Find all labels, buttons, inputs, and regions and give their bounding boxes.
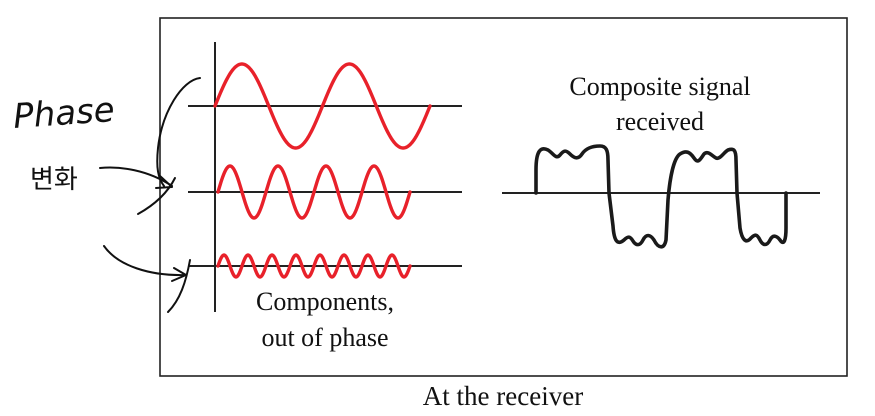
handwritten-stroke-3 [167, 259, 191, 313]
composite-label-line1: Composite signal [569, 72, 750, 101]
arrow-to-wave-2 [99, 166, 173, 189]
components-label-line2: out of phase [261, 323, 388, 352]
component-wave-1 [213, 62, 432, 150]
handwritten-annotation: Phase 변화 [12, 77, 201, 313]
composite-label-line2: received [616, 107, 704, 136]
components-label-line1: Components, [256, 287, 394, 316]
handwritten-stroke-1 [156, 77, 201, 187]
handwritten-word-change: 변화 [30, 165, 78, 195]
component-wave-2 [216, 164, 412, 220]
handwritten-word-phase: Phase [12, 90, 116, 137]
arrow-to-wave-3 [103, 245, 187, 282]
component-wave-3 [216, 253, 412, 279]
diagram-caption: At the receiver [423, 381, 583, 411]
composite-wave [534, 144, 788, 249]
handwritten-stroke-2 [137, 177, 176, 215]
